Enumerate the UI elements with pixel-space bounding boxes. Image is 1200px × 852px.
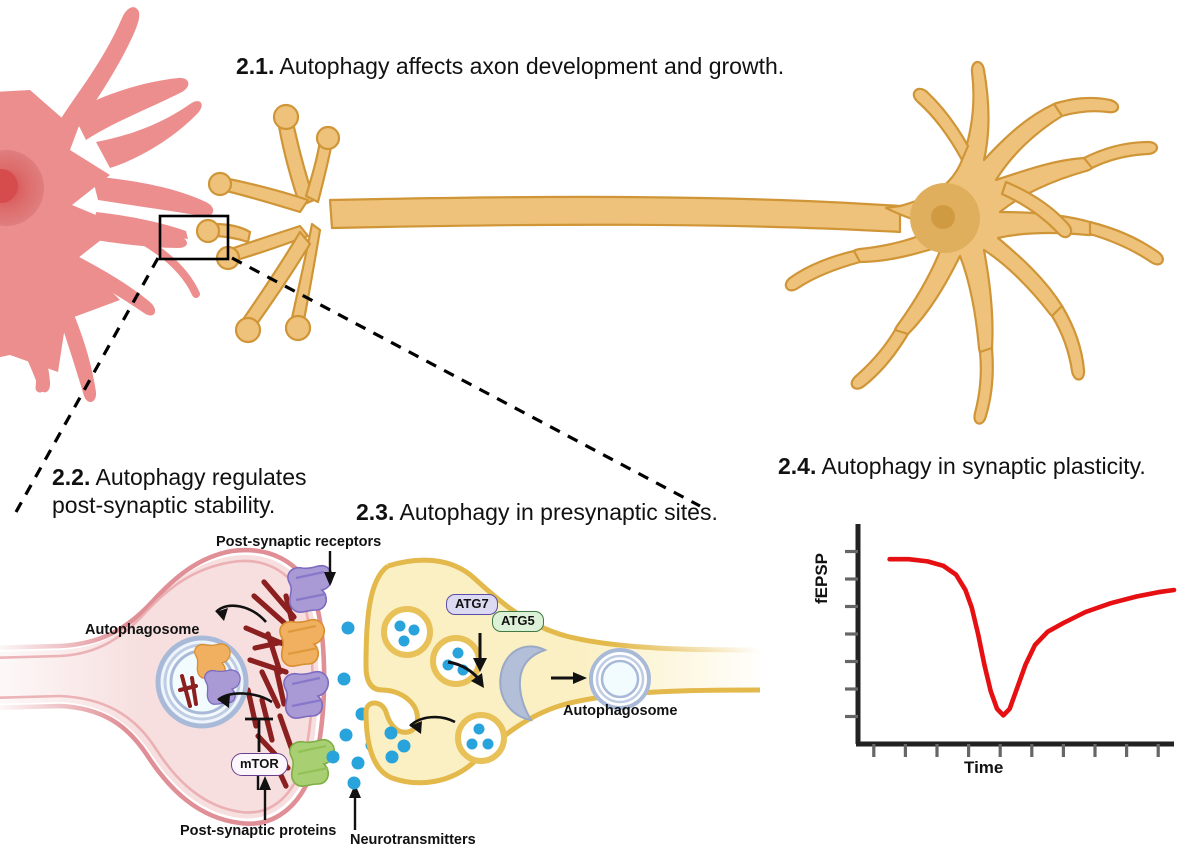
callout-line-left [14,257,160,513]
caption-2-3-text: Autophagy in presynaptic sites. [394,499,718,525]
postsynaptic-arrows [215,604,273,704]
synaptic-vesicles [381,606,507,764]
badge-atg5: ATG5 [492,611,544,632]
arrowhead-maturation [573,672,587,684]
arrowhead-receptors [324,572,336,586]
caption-2-1-text: Autophagy affects axon development and g… [274,53,785,79]
label-autophagosome-presynaptic: Autophagosome [563,703,678,719]
label-post-synaptic-receptors: Post-synaptic receptors [216,534,382,550]
released-neurotransmitters [384,726,411,764]
fepsp-chart: fEPSP Time [806,512,1182,792]
label-post-synaptic-proteins: Post-synaptic proteins [180,823,337,839]
caption-2-1: 2.1. Autophagy affects axon development … [236,52,784,80]
chart-x-axis-title: Time [964,758,1004,777]
vesicle-1 [381,606,433,658]
caption-2-3-number: 2.3. [356,499,395,525]
badge-mtor: mTOR [231,753,288,776]
chart-plot-area [845,524,1177,757]
label-neurotransmitters: Neurotransmitters [350,832,476,848]
receptor-purple-1 [287,564,334,613]
synapse-callout-box [158,214,230,261]
vesicle-2 [430,635,482,687]
caption-2-2-text: Autophagy regulates post-synaptic stabil… [52,464,307,518]
receptor-green [289,738,336,787]
vesicle-3 [455,712,507,764]
arrowhead-degradation-2 [218,695,230,708]
receptor-orange [279,618,326,667]
caption-2-4-text: Autophagy in synaptic plasticity. [816,453,1146,479]
label-autophagosome-postsynaptic: Autophagosome [85,622,200,638]
phagophore-crescent [499,645,548,722]
caption-2-3: 2.3. Autophagy in presynaptic sites. [356,498,718,526]
chart-series-line [887,556,1177,718]
presynaptic-autophagosome [589,648,651,710]
arrowhead-proteins [259,776,271,790]
arrowhead-atg-down [473,658,487,672]
arrowhead-neurotransmitters [349,784,361,798]
badge-atg7: ATG7 [446,594,498,615]
chart-y-axis-title: fEPSP [812,552,831,604]
vesicle-trafficking-arrow [409,715,456,727]
fepsp-chart-svg [845,524,1177,757]
left-neuron-pink [0,7,214,403]
receptor-purple-2 [283,670,330,719]
presynaptic-terminal [363,557,761,786]
caption-2-2: 2.2. Autophagy regulates post-synaptic s… [52,463,306,519]
arrowhead-vesicle [410,721,422,734]
post-synaptic-receptors [279,564,336,787]
caption-2-1-number: 2.1. [236,53,275,79]
right-neuron-tan [195,60,1164,425]
postsynaptic-autophagosome [155,635,249,729]
arrowhead-atg-curve [471,673,484,688]
callout-line-right [231,256,701,508]
caption-2-4-number: 2.4. [778,453,817,479]
caption-2-2-number: 2.2. [52,464,91,490]
mtor-inhibition-connector [245,717,273,752]
arrowhead-degradation-1 [216,608,228,621]
caption-2-4: 2.4. Autophagy in synaptic plasticity. [778,452,1146,480]
